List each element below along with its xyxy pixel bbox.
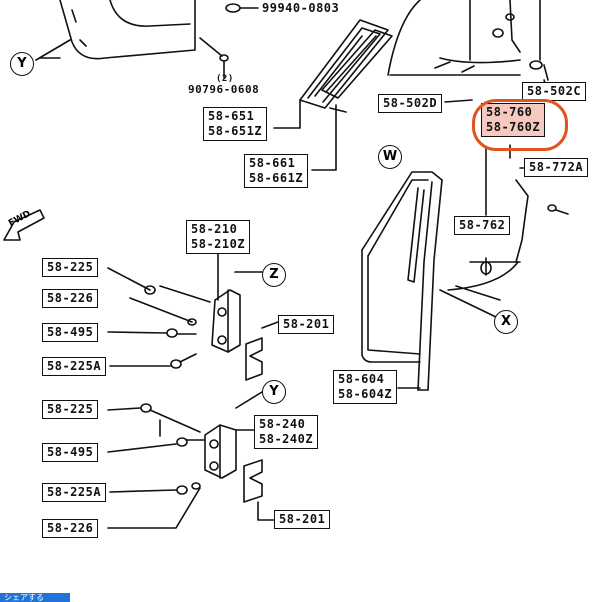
label-58-604: 58-604	[338, 372, 385, 386]
bolt-99940	[225, 3, 259, 13]
label-58-225A-lower-box: 58-225A	[42, 483, 107, 502]
door-inner-panel	[39, 0, 196, 60]
label-58-201-lower: 58-201	[279, 512, 326, 526]
bolts-upper	[107, 267, 211, 369]
label-58-661-box: 58-661 58-661Z	[244, 154, 309, 188]
label-58-502D: 58-502D	[383, 96, 438, 110]
label-58-225A-upper: 58-225A	[47, 359, 102, 373]
share-button[interactable]: シェアする	[0, 593, 70, 602]
label-58-760Z: 58-760Z	[486, 120, 541, 134]
guide-rail-58-502C	[434, 0, 549, 81]
label-58-240-box: 58-240 58-240Z	[254, 415, 319, 449]
label-58-240Z: 58-240Z	[259, 432, 314, 446]
label-58-604-box: 58-604 58-604Z	[333, 370, 398, 404]
label-58-225A-lower: 58-225A	[47, 485, 102, 499]
callout-y-top: Y	[10, 52, 34, 76]
label-90796-qty: (2)	[216, 74, 234, 84]
screw-90796	[199, 37, 229, 79]
label-58-240: 58-240	[259, 417, 306, 431]
label-58-210-box: 58-210 58-210Z	[186, 220, 251, 254]
callout-x: X	[494, 310, 518, 334]
label-58-225-lower: 58-225	[47, 402, 94, 416]
label-58-604Z: 58-604Z	[338, 387, 393, 401]
label-58-226-lower: 58-226	[47, 521, 94, 535]
label-58-661: 58-661	[249, 156, 296, 170]
label-58-651-box: 58-651 58-651Z	[203, 107, 268, 141]
leader-lines-top	[35, 39, 549, 216]
hinge-plate-lower	[243, 459, 279, 521]
label-58-225-upper-box: 58-225	[42, 258, 99, 277]
bolts-lower	[107, 403, 205, 529]
label-58-226-upper: 58-226	[47, 291, 94, 305]
label-58-502C: 58-502C	[527, 84, 582, 98]
hinge-plate-upper	[245, 321, 279, 381]
label-58-772A-box: 58-772A	[524, 158, 589, 177]
label-58-760: 58-760	[486, 105, 533, 119]
label-58-502D-box: 58-502D	[378, 94, 443, 113]
highlight-ring	[472, 99, 568, 151]
weatherstrip-58-661	[321, 29, 393, 99]
door-glass-channel	[361, 171, 443, 391]
label-58-762: 58-762	[459, 218, 506, 232]
label-90796-0608: 90796-0608	[188, 83, 260, 96]
label-58-201-upper-box: 58-201	[278, 315, 335, 334]
callout-y-mid: Y	[262, 380, 286, 404]
label-58-651: 58-651	[208, 109, 255, 123]
label-58-210: 58-210	[191, 222, 238, 236]
label-58-226-lower-box: 58-226	[42, 519, 99, 538]
hinge-upper	[211, 251, 263, 353]
hinge-lower	[204, 391, 263, 479]
quarter-glass-58-651	[299, 19, 389, 113]
label-58-201-lower-box: 58-201	[274, 510, 331, 529]
label-58-762-box: 58-762	[454, 216, 511, 235]
label-58-495-lower-box: 58-495	[42, 443, 99, 462]
label-58-210Z: 58-210Z	[191, 237, 246, 251]
label-99940-0803: 99940-0803	[262, 1, 340, 15]
callout-w: W	[378, 145, 402, 169]
door-glass-upper	[387, 0, 521, 76]
regulator-58-762	[439, 179, 569, 319]
label-58-226-upper-box: 58-226	[42, 289, 99, 308]
label-58-495-upper-box: 58-495	[42, 323, 99, 342]
label-58-495-upper: 58-495	[47, 325, 94, 339]
callout-z: Z	[262, 263, 286, 287]
fwd-arrow	[3, 209, 45, 241]
label-58-651Z: 58-651Z	[208, 124, 263, 138]
label-58-201-upper: 58-201	[283, 317, 330, 331]
label-58-225A-upper-box: 58-225A	[42, 357, 107, 376]
label-58-495-lower: 58-495	[47, 445, 94, 459]
label-58-225-lower-box: 58-225	[42, 400, 99, 419]
label-58-661Z: 58-661Z	[249, 171, 304, 185]
label-58-225-upper: 58-225	[47, 260, 94, 274]
label-58-772A: 58-772A	[529, 160, 584, 174]
